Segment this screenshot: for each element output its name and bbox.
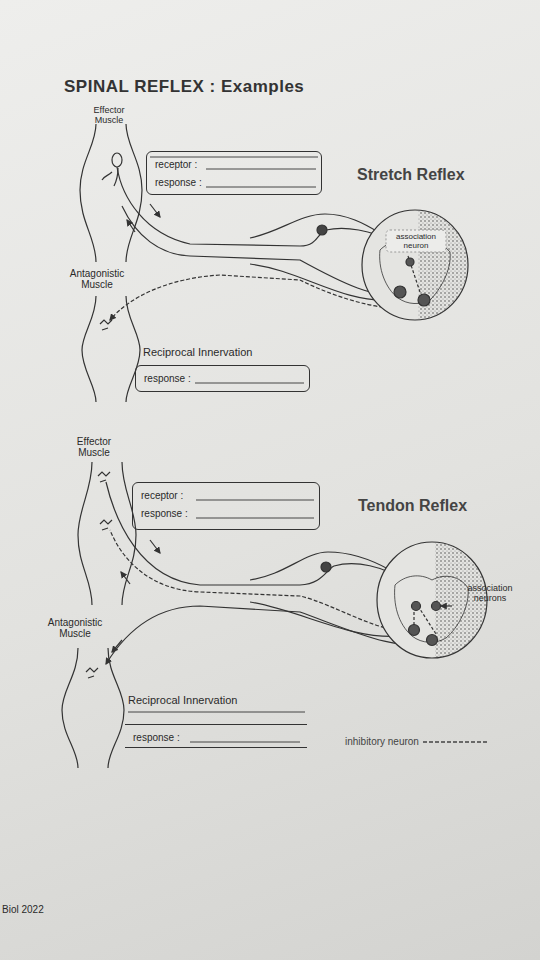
legend-dash xyxy=(423,742,487,743)
muscle-outline xyxy=(78,462,92,605)
direction-arrow xyxy=(121,572,130,584)
prompt-text: response : xyxy=(133,505,319,523)
neuron-label: association neurons xyxy=(454,584,526,604)
muscle-label: Antagonistic Muscle xyxy=(64,268,130,290)
muscle-label: Effector Muscle xyxy=(68,436,120,458)
direction-arrow xyxy=(112,640,122,652)
muscle-outline xyxy=(62,648,78,768)
motor-end-plate xyxy=(86,668,98,678)
section-label: Reciprocal Innervation xyxy=(128,694,237,706)
muscle-outline xyxy=(82,296,96,402)
answer-box: receptor :response : xyxy=(146,151,322,195)
neuron-cell-body xyxy=(418,294,430,306)
label-backdrop xyxy=(386,230,446,252)
ganglion-cell xyxy=(321,562,331,572)
muscle-outline xyxy=(126,296,140,402)
neuron-cell-body xyxy=(427,635,438,646)
legend-swatch xyxy=(423,738,489,746)
neuron-cell-body xyxy=(412,602,421,611)
prompt-text: response : xyxy=(147,174,321,192)
muscle-outline xyxy=(108,648,124,768)
dorsal-root xyxy=(250,214,378,238)
direction-arrow xyxy=(150,204,160,217)
answer-line xyxy=(195,383,304,384)
muscle-label: Antagonistic Muscle xyxy=(42,617,108,639)
neuron-cell-body xyxy=(406,258,414,266)
prompt-text: response : xyxy=(125,729,307,747)
legend-entry: inhibitory neuron xyxy=(345,736,489,747)
answer-line xyxy=(206,169,316,170)
page-title: SPINAL REFLEX : Examples xyxy=(64,78,304,97)
answer-line xyxy=(196,518,314,519)
answer-line xyxy=(128,712,305,713)
footer-code: Biol 2022 xyxy=(2,904,44,915)
prompt-text: receptor : xyxy=(147,156,321,174)
muscle-outline xyxy=(126,124,142,262)
legend-text: inhibitory neuron xyxy=(345,736,419,747)
neuron-cell-body xyxy=(432,602,441,611)
muscle-label: Effector Muscle xyxy=(83,106,135,126)
answer-line xyxy=(190,742,300,743)
answer-line xyxy=(150,157,318,158)
answer-line xyxy=(196,500,314,501)
neuron-cell-body xyxy=(394,286,406,298)
direction-arrow xyxy=(127,220,135,232)
answer-box: receptor :response : xyxy=(132,482,320,530)
ganglion-cell xyxy=(317,225,327,235)
reflex-heading: Tendon Reflex xyxy=(358,497,467,515)
pointer-arrow xyxy=(441,605,452,606)
direction-arrow xyxy=(150,540,160,553)
answer-lines xyxy=(128,157,318,742)
answer-line xyxy=(206,187,316,188)
prompt-text: response : xyxy=(136,370,309,388)
motor-neuron xyxy=(122,206,400,295)
muscle-spindle xyxy=(112,153,122,167)
prompt-text: receptor : xyxy=(133,487,319,505)
reflex-heading: Stretch Reflex xyxy=(357,166,465,184)
gray-matter-outline xyxy=(395,576,469,642)
tendon-organ xyxy=(98,472,110,482)
answer-box: response : xyxy=(135,365,310,392)
neuron-label: association neuron xyxy=(388,233,444,251)
motor-end-plate xyxy=(100,320,112,330)
muscle-outline xyxy=(80,124,96,262)
neuron-cell-body xyxy=(409,625,420,636)
answer-box: response : xyxy=(125,724,307,748)
muscle-outline xyxy=(122,462,136,605)
motor-end-plate xyxy=(100,520,112,530)
nerve-ending xyxy=(102,168,118,186)
gray-matter xyxy=(418,205,473,325)
section-label: Reciprocal Innervation xyxy=(143,346,252,358)
